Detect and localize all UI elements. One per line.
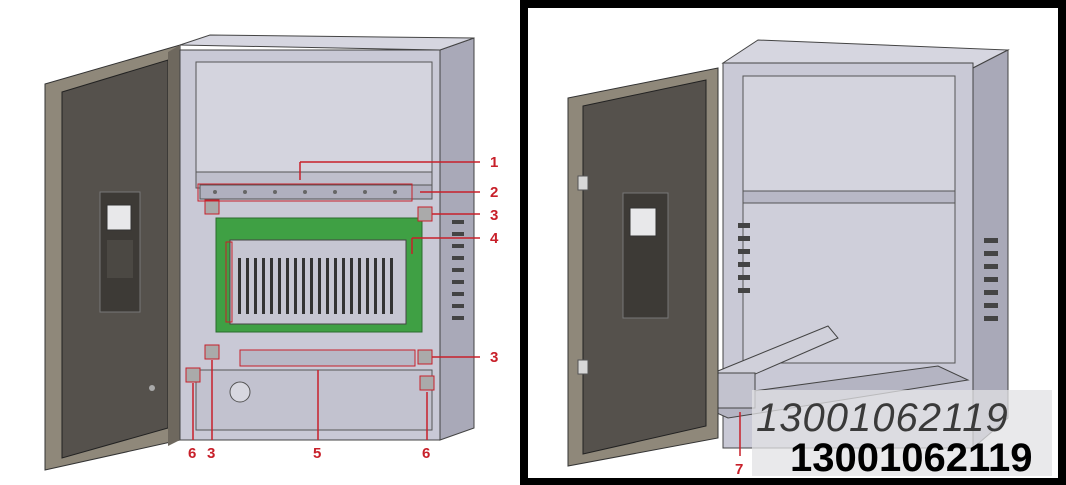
callout-3-bottom: 3: [207, 445, 215, 462]
cabinet-top: [179, 34, 475, 51]
cabinet-side: [439, 37, 475, 441]
callout-7: 7: [735, 461, 743, 478]
watermark-phone-italic: 13001062119: [756, 396, 1009, 440]
callout-4: 4: [490, 230, 499, 247]
cable-gland: [229, 381, 251, 403]
callout-1: 1: [490, 154, 498, 171]
callout-5: 5: [313, 445, 321, 462]
watermark-phone-bold: 13001062119: [790, 436, 1033, 480]
mounting-rail-bottom: [239, 349, 416, 367]
callout-3-right: 3: [490, 349, 498, 366]
watermark-background: [752, 390, 1052, 476]
cabinet-side-right: [972, 49, 1009, 450]
mounting-rail-top: [199, 184, 433, 200]
callout-6-right: 6: [422, 445, 430, 462]
left-cabinet-view: 1 2 3 4 3 6 3 5 6: [0, 0, 520, 485]
callout-3-top: 3: [490, 207, 498, 224]
door-display: [106, 204, 132, 231]
right-cabinet-drawing: 7: [567, 39, 1010, 478]
callout-6-left: 6: [188, 445, 196, 462]
door-display-right: [629, 207, 657, 237]
left-cabinet-drawing: 1 2 3 4 3 6 3 5 6: [44, 34, 499, 471]
callout-2: 2: [490, 184, 498, 201]
battery-box-front: [712, 372, 756, 409]
